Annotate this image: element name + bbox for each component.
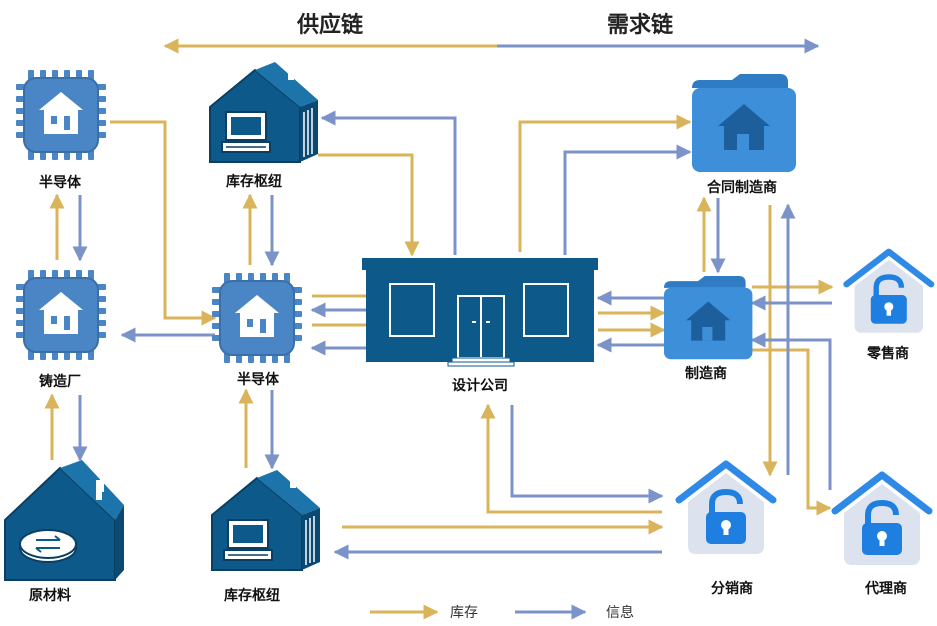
node-design-company: 设计公司 <box>362 258 598 394</box>
hub-house-icon <box>209 57 319 163</box>
hub-bottom-label: 库存枢纽 <box>224 587 280 604</box>
office-building-icon <box>362 258 598 367</box>
information-flows <box>72 110 832 560</box>
semiconductor-top-label: 半导体 <box>39 174 82 191</box>
node-agent: 代理商 <box>835 475 929 597</box>
legend: 库存 信息 <box>370 604 634 621</box>
node-distributor: 分销商 <box>679 464 773 597</box>
chip-house-icon <box>15 269 107 361</box>
semiconductor-mid-label: 半导体 <box>237 371 280 388</box>
lock-house-icon <box>679 464 773 554</box>
manufacturer-label: 制造商 <box>685 365 727 382</box>
hub-top-label: 库存枢纽 <box>226 173 282 190</box>
node-raw-material: 原材料 <box>4 460 124 604</box>
legend-information-label: 信息 <box>606 604 634 621</box>
hub-house-icon <box>211 465 321 571</box>
header-demand-chain: 需求链 <box>607 12 673 38</box>
retailer-label: 零售商 <box>866 345 909 362</box>
node-semiconductor-mid: 半导体 <box>211 272 303 388</box>
agent-label: 代理商 <box>864 580 907 597</box>
node-manufacturer: 制造商 <box>664 276 753 382</box>
folder-house-icon <box>692 74 796 172</box>
header-supply-chain: 供应链 <box>296 12 363 38</box>
raw-material-label: 原材料 <box>29 587 71 604</box>
design-company-label: 设计公司 <box>452 377 508 394</box>
contract-manufacturer-label: 合同制造商 <box>707 179 777 196</box>
node-contract-manufacturer: 合同制造商 <box>692 74 796 196</box>
node-retailer: 零售商 <box>847 252 932 362</box>
lock-house-icon <box>835 475 929 565</box>
lock-house-icon <box>847 252 932 333</box>
router-icon <box>19 529 77 563</box>
inventory-flows <box>44 114 834 535</box>
chip-house-icon <box>211 272 303 364</box>
foundry-label: 铸造厂 <box>39 373 81 390</box>
chip-house-icon <box>15 69 107 161</box>
distributor-label: 分销商 <box>711 580 753 597</box>
node-foundry: 铸造厂 <box>15 269 107 390</box>
node-semiconductor-top: 半导体 <box>15 69 107 191</box>
legend-inventory-label: 库存 <box>450 605 478 621</box>
node-hub-bottom: 库存枢纽 <box>211 465 321 604</box>
node-hub-top: 库存枢纽 <box>209 57 319 190</box>
folder-house-icon <box>664 276 753 360</box>
